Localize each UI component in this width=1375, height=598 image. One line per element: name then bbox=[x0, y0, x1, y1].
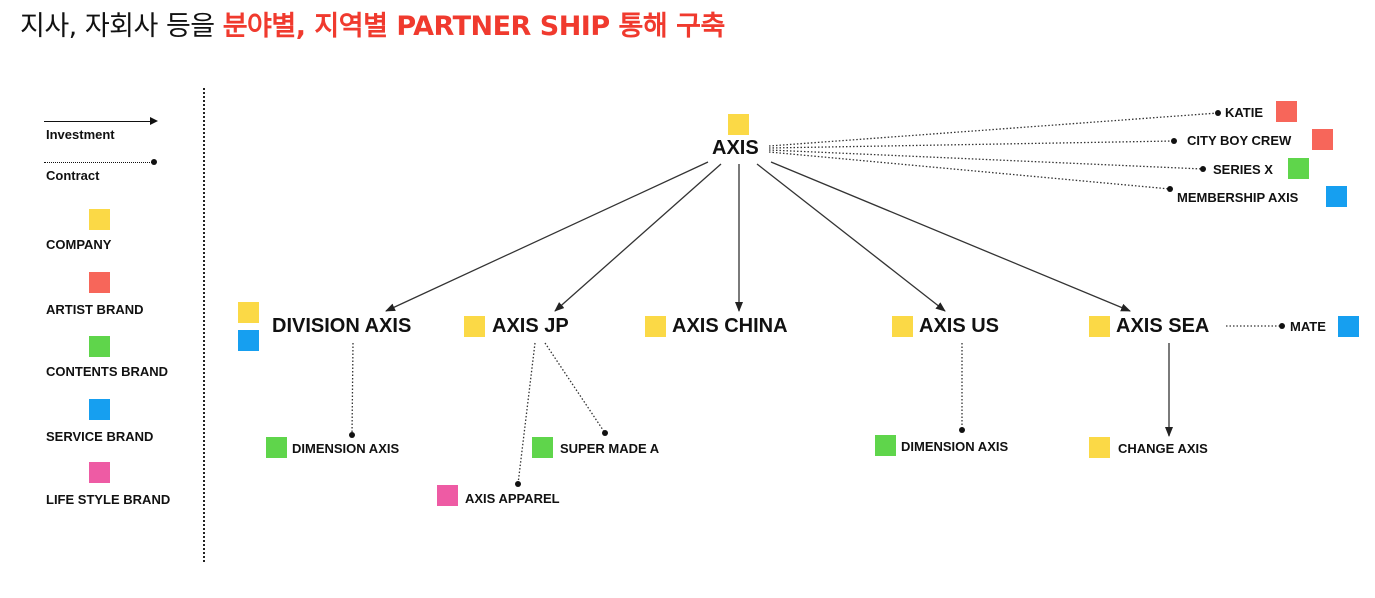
investment-edge-axis-sea bbox=[770, 161, 1131, 312]
contract-end-dot bbox=[602, 430, 608, 436]
contract-end-dot bbox=[349, 432, 355, 438]
legend-contract-label: Contract bbox=[46, 168, 100, 183]
node-series-x: SERIES X bbox=[1213, 162, 1273, 177]
contract-edge-jp-apparel bbox=[517, 342, 536, 485]
katie-artist-square bbox=[1276, 101, 1297, 122]
legend-contents-brand-label: CONTENTS BRAND bbox=[46, 364, 169, 379]
contract-end-dot bbox=[1167, 186, 1173, 192]
legend-artist-brand-label: ARTIST BRAND bbox=[46, 302, 144, 317]
investment-edge-axis-jp bbox=[554, 163, 722, 312]
contract-end-dot bbox=[515, 481, 521, 487]
title-prefix: 지사, 자회사 등을 bbox=[20, 11, 223, 42]
node-axis-apparel: AXIS APPAREL bbox=[465, 491, 560, 506]
legend-lifestyle-brand-label: LIFE STYLE BRAND bbox=[46, 492, 171, 507]
contract-edge-axis-membership bbox=[768, 151, 1171, 190]
lifestyle-brand-swatch bbox=[89, 462, 110, 483]
dot-end-icon bbox=[151, 159, 157, 165]
artist-brand-swatch bbox=[89, 272, 110, 293]
dimension-axis-1-contents-square bbox=[266, 437, 287, 458]
axis-us-company-square bbox=[892, 316, 913, 337]
axis-jp-company-square bbox=[464, 316, 485, 337]
node-axis-sea: AXIS SEA bbox=[1116, 315, 1210, 337]
contract-end-dot bbox=[1171, 138, 1177, 144]
node-super-made-a: SUPER MADE A bbox=[560, 441, 660, 456]
contract-edge-axis-seriesx bbox=[768, 149, 1204, 170]
axis-china-company-square bbox=[645, 316, 666, 337]
page-title: 지사, 자회사 등을 분야별, 지역별 PARTNER SHIP 통해 구축 bbox=[20, 4, 725, 43]
investment-edge-axis-us bbox=[756, 163, 946, 312]
node-membership-axis: MEMBERSHIP AXIS bbox=[1177, 190, 1299, 205]
node-mate: MATE bbox=[1290, 319, 1326, 334]
axis-company-square bbox=[728, 114, 749, 135]
investment-line-sample bbox=[44, 121, 156, 122]
node-change-axis: CHANGE AXIS bbox=[1118, 441, 1208, 456]
city-boy-crew-artist-square bbox=[1312, 129, 1333, 150]
investment-edge-axis-division bbox=[385, 161, 709, 312]
axis-sea-company-square bbox=[1089, 316, 1110, 337]
node-city-boy-crew: CITY BOY CREW bbox=[1187, 133, 1292, 148]
legend-service-brand-label: SERVICE BRAND bbox=[46, 429, 154, 444]
service-brand-swatch bbox=[89, 399, 110, 420]
series-x-contents-square bbox=[1288, 158, 1309, 179]
node-katie: KATIE bbox=[1225, 105, 1264, 120]
node-axis: AXIS bbox=[712, 137, 759, 159]
node-dimension-axis-2: DIMENSION AXIS bbox=[901, 439, 1009, 454]
contract-end-dot bbox=[1200, 166, 1206, 172]
dimension-axis-2-contents-square bbox=[875, 435, 896, 456]
division-axis-service-square bbox=[238, 330, 259, 351]
arrowhead-icon bbox=[150, 117, 158, 125]
membership-axis-service-square bbox=[1326, 186, 1347, 207]
contract-end-dot bbox=[1215, 110, 1221, 116]
node-division-axis: DIVISION AXIS bbox=[272, 315, 412, 337]
contract-end-dot bbox=[1279, 323, 1285, 329]
contents-brand-swatch bbox=[89, 336, 110, 357]
contract-edge-division-dimension bbox=[351, 342, 354, 436]
axis-apparel-lifestyle-square bbox=[437, 485, 458, 506]
legend-divider bbox=[203, 88, 205, 562]
company-swatch bbox=[89, 209, 110, 230]
title-highlight: 분야별, 지역별 PARTNER SHIP 통해 구축 bbox=[222, 11, 726, 42]
node-dimension-axis-1: DIMENSION AXIS bbox=[292, 441, 400, 456]
node-axis-us: AXIS US bbox=[919, 315, 1000, 337]
contract-end-dot bbox=[959, 427, 965, 433]
node-axis-jp: AXIS JP bbox=[492, 315, 569, 337]
contract-edge-jp-supermade bbox=[544, 342, 606, 434]
mate-service-square bbox=[1338, 316, 1359, 337]
super-made-a-contents-square bbox=[532, 437, 553, 458]
legend-company-label: COMPANY bbox=[46, 237, 112, 252]
contract-line-sample bbox=[44, 162, 156, 163]
division-axis-company-square bbox=[238, 302, 259, 323]
contract-edge-axis-katie bbox=[768, 112, 1219, 147]
change-axis-company-square bbox=[1089, 437, 1110, 458]
legend-investment-label: Investment bbox=[46, 127, 115, 142]
contract-edge-axis-cityboycrew bbox=[768, 140, 1175, 149]
node-axis-china: AXIS CHINA bbox=[672, 315, 788, 337]
